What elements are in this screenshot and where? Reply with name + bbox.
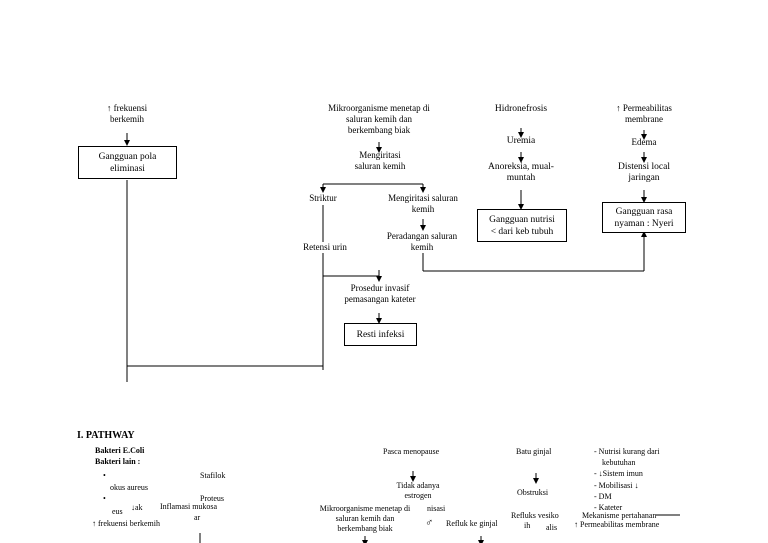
frekuensi-berkemih-text: ↑ frekuensi berkemih — [92, 519, 160, 528]
male-sign-icon: ♂ — [425, 517, 434, 529]
mekanisme-pertahanan: Mekanisme pertahanan — [582, 511, 657, 521]
pathway-heading: I. PATHWAY — [77, 430, 135, 441]
nutrisi-kurang: - Nutrisi kurang dari — [594, 447, 660, 456]
bakteri-ecoli: Bakteri E.Coli — [95, 446, 145, 455]
okus-text: okus aureus — [110, 483, 148, 492]
dm-text: - DM — [594, 492, 612, 501]
obstruksi: Obstruksi — [517, 488, 549, 497]
anoreksia-label: Anoreksia, mual-muntah — [488, 162, 554, 183]
resti-infeksi-box: Resti infeksi — [344, 323, 417, 346]
mobilisasi: - Mobilisasi ↓ — [594, 481, 639, 490]
gangguan-nutrisi-box: Gangguan nutrisi< dari keb tubuh — [477, 209, 567, 242]
eus-text: eus — [112, 507, 123, 516]
kateter-text: - Kateter — [594, 503, 623, 512]
alis-text: alis — [546, 523, 558, 532]
retensi-label: Retensi urin — [295, 242, 355, 253]
nisasi-text: nisasi — [427, 504, 446, 513]
uremia-label: Uremia — [506, 136, 536, 146]
stafilok-text: Stafilok — [200, 471, 226, 480]
refluk-ginjal: Refluk ke ginjal — [446, 519, 498, 528]
ih-text: ih — [524, 521, 531, 530]
bullet-1: • — [103, 471, 106, 480]
hidronefrosis-label: Hidronefrosis — [494, 104, 548, 114]
striktur-label: Striktur — [309, 193, 337, 203]
sistem-imun: - ↓Sistem imun — [594, 469, 643, 478]
bullet-2: • — [103, 494, 106, 503]
batu-ginjal: Batu ginjal — [516, 447, 552, 456]
edema-label: Edema — [631, 137, 657, 147]
inflamasi-text: Inflamasi mukosa — [160, 502, 218, 511]
permeabilitas-membrane-bottom: ↑ Permeabilitas membrane — [574, 520, 660, 530]
refluks-vesiko: Refluks vesiko — [511, 511, 559, 520]
ar-text: ar — [194, 513, 201, 522]
kebutuhan: kebutuhan — [602, 458, 636, 467]
bakteri-lain: Bakteri lain : — [95, 457, 141, 466]
proteus-text: Proteus — [200, 494, 224, 503]
pasca-menopause: Pasca menopause — [383, 447, 440, 456]
ak-text: ↓ak — [131, 503, 143, 512]
